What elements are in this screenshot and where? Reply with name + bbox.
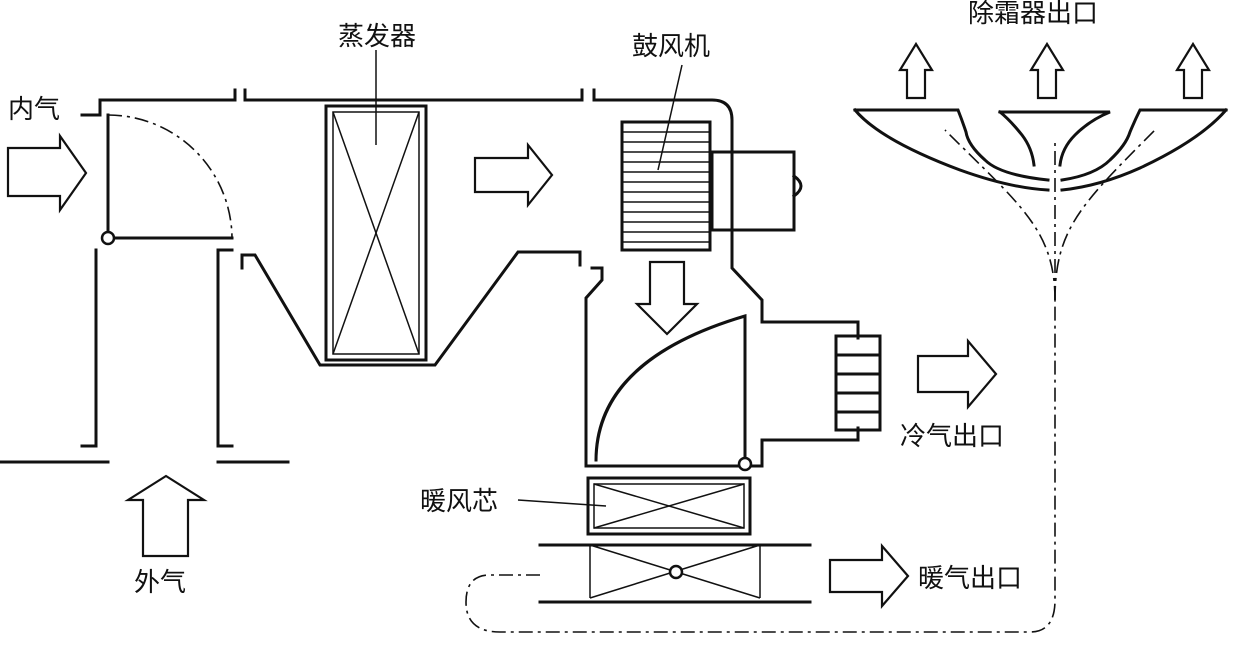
warm-outlet-arrow-icon <box>828 543 910 609</box>
airmix-door <box>594 313 753 472</box>
blower-down-arrow-icon <box>634 260 700 336</box>
heater-core-leader <box>517 499 607 507</box>
label-inner-air: 内气 <box>8 95 60 125</box>
inner-air-arrow-icon <box>6 132 88 214</box>
heater-core <box>517 476 752 536</box>
defrost-route <box>465 129 1156 633</box>
blower-blades <box>622 131 710 243</box>
airmix-pivot-icon <box>737 456 753 472</box>
label-evaporator: 蒸发器 <box>338 22 416 52</box>
blower-housing <box>584 88 860 468</box>
door-pivot-icon <box>100 230 116 246</box>
flow-arrows <box>6 41 1211 609</box>
label-warm-outlet: 暖气出口 <box>918 564 1022 594</box>
label-defroster-outlet: 除霜器出口 <box>968 0 1098 29</box>
cold-outlet-arrow-icon <box>916 338 998 410</box>
recirc-door <box>100 113 234 246</box>
defrost-arrow-right-icon <box>1175 41 1211 100</box>
label-heater-core: 暖风芯 <box>420 487 498 517</box>
defroster-nozzles <box>852 107 1229 192</box>
cold-outlet-vent <box>834 334 882 432</box>
label-blower: 鼓风机 <box>632 32 710 62</box>
blower-fan <box>620 120 712 252</box>
intake-duct <box>0 88 584 464</box>
label-outer-air: 外气 <box>134 568 186 598</box>
warm-duct <box>538 543 812 604</box>
blower-motor <box>710 150 796 232</box>
duct-flow-arrow-icon <box>473 141 554 209</box>
defrost-arrow-center-icon <box>1029 41 1065 100</box>
blower-leader <box>657 64 683 171</box>
outer-air-arrow-icon <box>124 474 208 558</box>
defrost-arrow-left-icon <box>898 41 934 100</box>
label-cold-outlet: 冷气出口 <box>900 422 1004 452</box>
warm-door-pivot-icon <box>668 564 684 580</box>
